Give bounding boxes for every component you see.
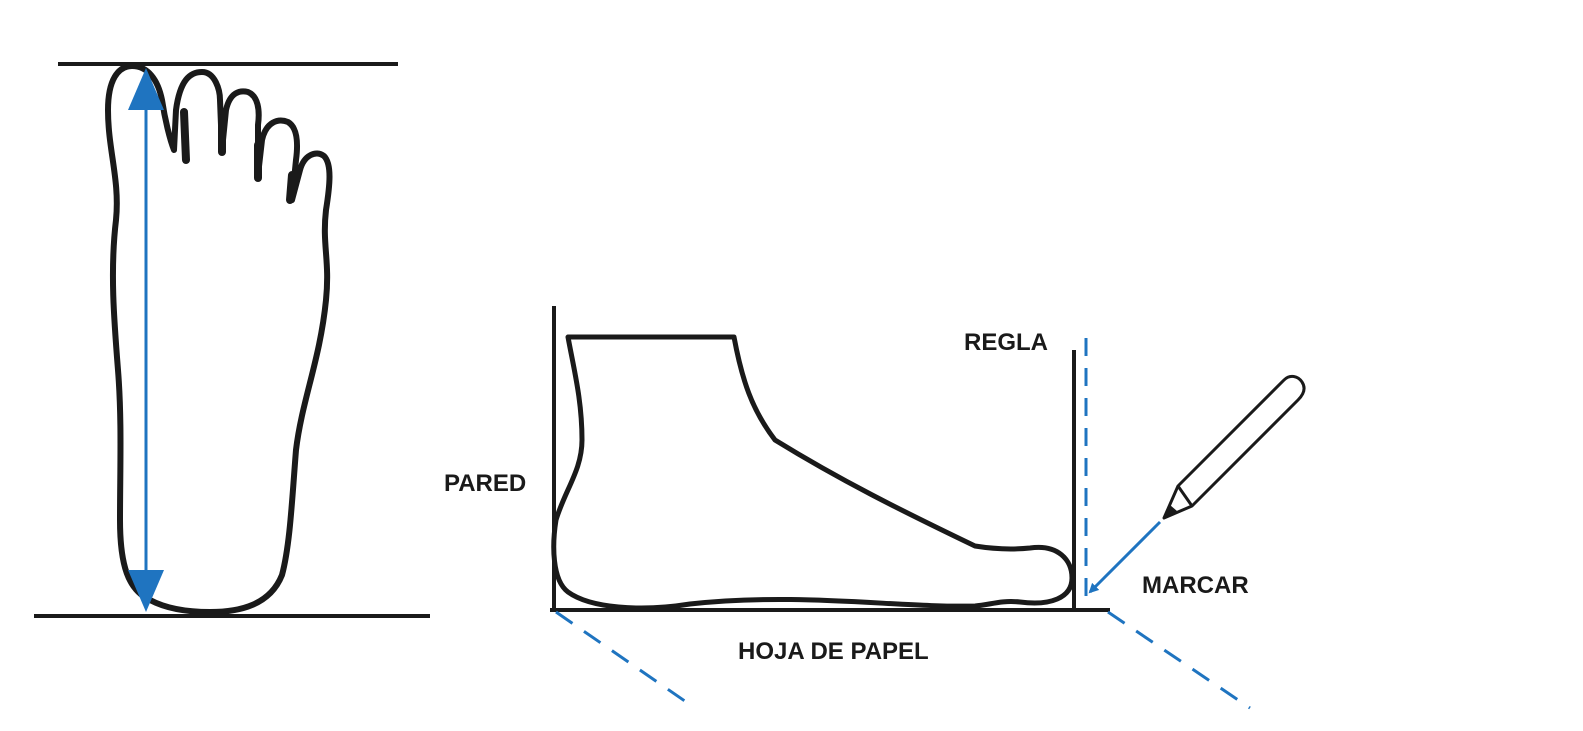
arrow-icon-up [128,68,164,110]
foot-outline-side-view [551,334,1075,611]
side-view-group: PARED REGLA MARCAR HOJA DE PAPEL [444,306,1306,710]
toe-gap-1 [180,108,190,164]
foot-outline-top-view [105,63,333,615]
wall-label: PARED [444,470,526,497]
mark-arrow [1088,520,1162,594]
paper-edge-dashed-left [555,610,693,708]
paper-label: HOJA DE PAPEL [738,638,929,665]
ruler-label: REGLA [964,329,1048,356]
paper-edge-dashed-right [1107,610,1251,710]
toe-gap-4 [286,171,296,204]
top-view-foot-group [34,62,430,618]
mark-label: MARCAR [1142,572,1249,599]
arrow-icon-down [128,570,164,612]
pencil-icon [1162,374,1306,520]
